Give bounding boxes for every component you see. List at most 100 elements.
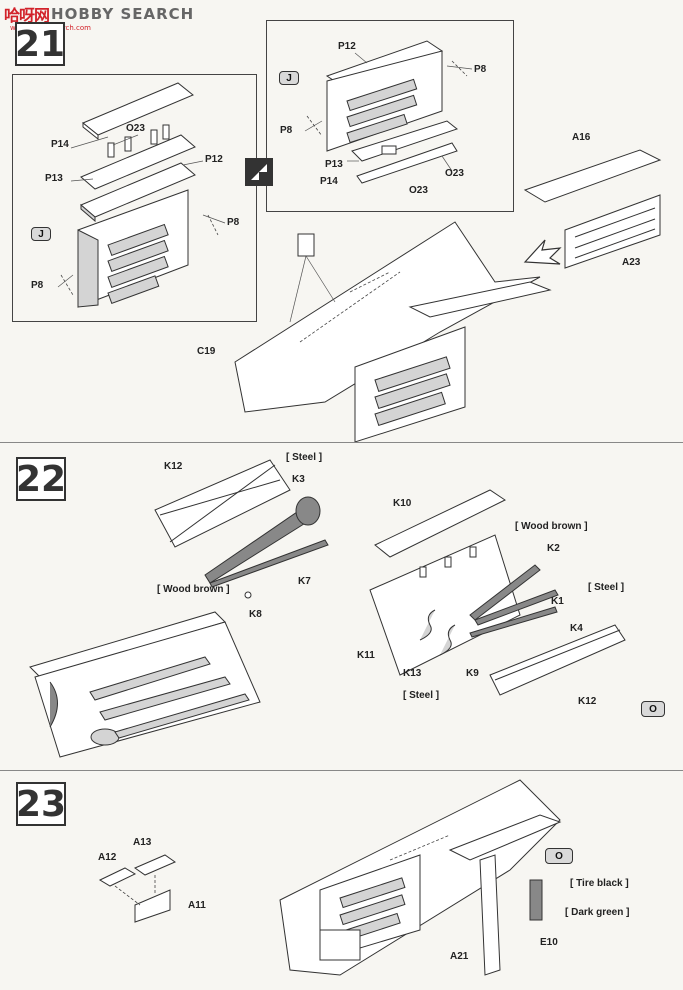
small-bracket-icon: [297, 233, 315, 257]
label-p8-right: P8: [227, 217, 240, 228]
divider-step-23: [0, 770, 683, 771]
p13-plate: [80, 134, 196, 190]
k10-toolbox-drawing: [369, 489, 626, 696]
left-panel-drawing: [57, 82, 226, 308]
a16-plate: [523, 149, 662, 203]
label-k13: K13: [403, 668, 422, 679]
a16-a23-drawing: [523, 149, 662, 269]
watermark-text: HOBBY SEARCH: [51, 5, 195, 23]
k1-tool: [474, 589, 559, 626]
step-21-right-badge: J: [279, 71, 299, 85]
step-22-number: 22: [15, 457, 67, 501]
label-wood-brown-1: [ Wood brown ]: [157, 584, 230, 595]
label-p8-left: P8: [31, 280, 44, 291]
shells-right: [346, 78, 418, 144]
label-steel-1: [ Steel ]: [286, 452, 323, 463]
label-dark-green: [ Dark green ]: [565, 907, 630, 918]
label-k7: K7: [298, 576, 311, 587]
c19-hull-drawing: [234, 221, 552, 443]
label-k11: K11: [357, 650, 375, 661]
a11-bracket-drawing: [98, 854, 177, 923]
label-a11: A11: [188, 900, 206, 911]
tool-brackets: [419, 546, 477, 578]
a21-plate: [479, 854, 501, 976]
k4-tool: [469, 606, 558, 638]
label-k2: K2: [547, 543, 560, 554]
a23-grille: [564, 194, 661, 269]
k7-tool: [209, 539, 329, 588]
label-k8: K8: [249, 609, 262, 620]
a13-plate: [133, 854, 177, 876]
o23-part: [381, 145, 397, 155]
label-c19: C19: [197, 346, 216, 357]
label-wood-brown-2: [ Wood brown ]: [515, 521, 588, 532]
label-p8-right-a: P8: [474, 64, 487, 75]
label-p12-right: P12: [338, 41, 356, 52]
label-o23-right-b: O23: [409, 185, 428, 196]
watermark-logo: 哈呀网: [4, 6, 50, 25]
a11-box: [134, 889, 171, 923]
label-a13: A13: [133, 837, 152, 848]
direction-arrow-icon: [523, 239, 562, 265]
k11-box: [369, 534, 521, 676]
label-steel-3: [ Steel ]: [403, 690, 440, 701]
label-k12-left: K12: [164, 461, 183, 472]
box-open: [326, 50, 443, 152]
hull-shelf: [408, 281, 552, 318]
step-21-number: 21: [14, 22, 66, 66]
label-k4: K4: [570, 623, 583, 634]
shells: [107, 223, 169, 304]
p14-plate-right: [356, 142, 458, 184]
label-k12-right: K12: [578, 696, 597, 707]
step-22-badge: O: [641, 701, 665, 717]
label-a16: A16: [572, 132, 591, 143]
o23-hinge: [107, 142, 115, 158]
shells-installed: [374, 356, 451, 427]
c19-hull-plate: [234, 221, 541, 413]
label-a23: A23: [622, 257, 641, 268]
k8-part: [244, 591, 252, 599]
a12-plate: [98, 867, 137, 887]
step-23-number: 23: [15, 782, 67, 826]
label-p13: P13: [45, 173, 63, 184]
k13-hook: [419, 609, 436, 641]
p13-frame: [351, 120, 459, 162]
label-a21: A21: [450, 951, 469, 962]
label-p14-right: P14: [320, 176, 338, 187]
label-a12: A12: [98, 852, 117, 863]
step-21-left-panel: J P14 O23 P13 P12 P8 P8: [12, 74, 257, 322]
assembled-toolbox-drawing: [29, 611, 261, 758]
k12-lid-right: [489, 624, 626, 696]
k9-hook: [439, 624, 456, 656]
step-23-hull-drawing: [279, 779, 562, 976]
label-p13-right: P13: [325, 159, 343, 170]
a11-installed: [319, 929, 361, 961]
label-k3: K3: [292, 474, 305, 485]
label-k9: K9: [466, 668, 479, 679]
k2-tool: [469, 564, 541, 621]
label-o23: O23: [126, 123, 145, 134]
watermark: 哈呀网 HOBBY SEARCH: [4, 4, 195, 25]
label-steel-2: [ Steel ]: [588, 582, 625, 593]
step-23-badge: O: [545, 848, 573, 864]
toolbox-body: [34, 621, 261, 758]
divider-step-22: [0, 442, 683, 443]
step-21-right-panel: J P12 P8 P8 P13 P14 O23 O23: [266, 20, 514, 212]
label-o23-right-a: O23: [445, 168, 464, 179]
grille-slots: [574, 207, 656, 259]
label-tire-black: [ Tire black ]: [570, 878, 629, 889]
k10-lid: [374, 489, 506, 558]
e10-extinguisher: [529, 879, 543, 921]
toolbox-on-hull: [448, 814, 562, 861]
label-p12: P12: [205, 154, 223, 165]
label-k1: K1: [551, 596, 564, 607]
assembly-arrow-icon: [245, 158, 273, 186]
label-e10: E10: [540, 937, 558, 948]
k12-lid-drawing: [154, 459, 329, 599]
label-p14: P14: [51, 139, 69, 150]
step-21-left-badge: J: [31, 227, 51, 241]
label-k10: K10: [393, 498, 412, 509]
tools-in-box: [49, 656, 250, 746]
label-p8-right-b: P8: [280, 125, 293, 136]
